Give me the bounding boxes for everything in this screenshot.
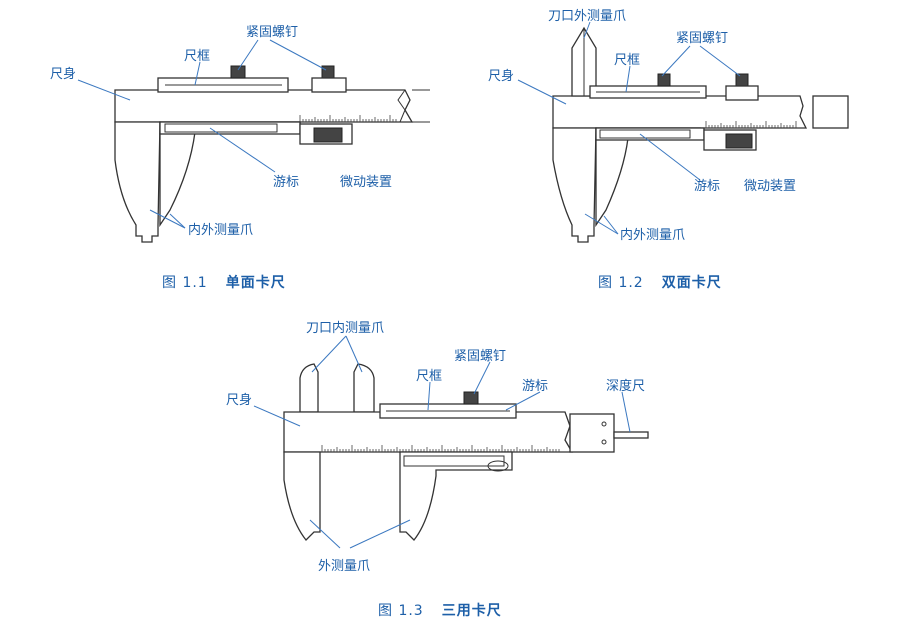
fig3-label-body: 尺身 [226,393,253,408]
fig3-label-depth-gauge: 深度尺 [606,379,646,394]
fig3-caption: 图 1.3 三用卡尺 [378,604,502,618]
fig1-caption-title: 单面卡尺 [225,275,286,291]
fig3-drawing [283,363,649,541]
fig2-label-fine-adjust: 微动装置 [744,179,797,194]
fig1-caption-number: 图 1.1 [162,275,208,291]
fig3-label-outer-jaws: 外测量爪 [318,559,371,574]
fig2-label-jaws: 内外测量爪 [620,228,686,243]
fig2-label-screws: 紧固螺钉 [676,31,729,46]
fig2-label-frame: 尺框 [614,53,641,68]
fig2-caption: 图 1.2 双面卡尺 [598,276,722,290]
fig1-label-body: 尺身 [50,67,77,82]
fig3-label-frame: 尺框 [416,369,443,384]
fig1-drawing [114,65,430,243]
fig1-label-jaws: 内外测量爪 [188,223,254,238]
fig2-label-knife-outer-jaw: 刀口外测量爪 [548,9,627,24]
fig1-label-screws: 紧固螺钉 [246,25,299,40]
fig2-label-vernier: 游标 [694,179,721,194]
fig1-caption: 图 1.1 单面卡尺 [162,276,286,290]
fig2-scale-ticks [705,121,797,128]
fig2-caption-title: 双面卡尺 [661,275,722,291]
fig3-caption-title: 三用卡尺 [441,603,502,619]
fig1-label-fine-adjust: 微动装置 [340,175,393,190]
fig2-drawing [552,26,849,243]
fig1-scale-ticks [299,115,397,122]
fig3-label-knife-inner-jaw: 刀口内测量爪 [306,321,385,336]
leader-lines [77,21,741,549]
fig3-label-screw: 紧固螺钉 [454,349,507,364]
fig1-label-vernier: 游标 [273,175,300,190]
fig1-label-frame: 尺框 [184,49,211,64]
fig2-caption-number: 图 1.2 [598,275,644,291]
fig3-caption-number: 图 1.3 [378,603,424,619]
fig2-label-body: 尺身 [488,69,515,84]
fig3-label-vernier: 游标 [522,379,549,394]
